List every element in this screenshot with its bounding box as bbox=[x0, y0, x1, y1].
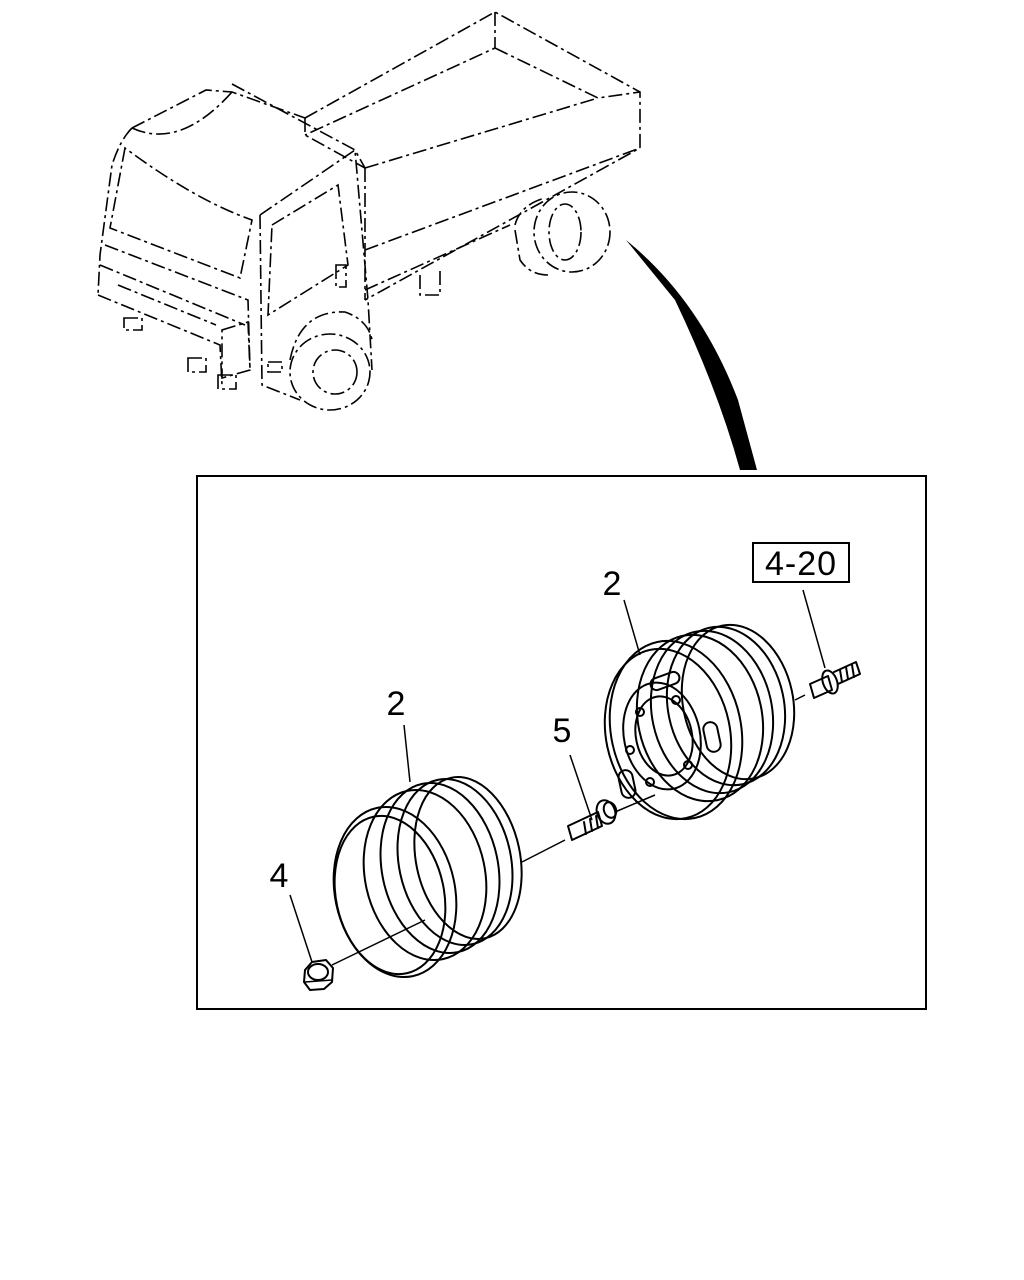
callout-rim-front: 2 bbox=[387, 685, 406, 723]
reference-label: 4-20 bbox=[765, 545, 837, 583]
callout-bolt: 5 bbox=[553, 712, 572, 750]
truck-illustration-icon bbox=[97, 11, 641, 411]
leader-lines bbox=[289, 589, 826, 966]
hub-bolt-icon bbox=[567, 799, 618, 841]
pointer-arrow-icon bbox=[626, 240, 757, 470]
wheel-nut-icon bbox=[303, 959, 334, 991]
stud-icon bbox=[809, 661, 861, 699]
wheel-rim-icon bbox=[332, 776, 523, 979]
wheel-disc-icon bbox=[603, 623, 796, 821]
reference-box bbox=[752, 542, 850, 583]
callout-nut: 4 bbox=[270, 857, 289, 895]
callout-rim-rear: 2 bbox=[603, 565, 622, 603]
detail-frame bbox=[196, 475, 927, 1010]
